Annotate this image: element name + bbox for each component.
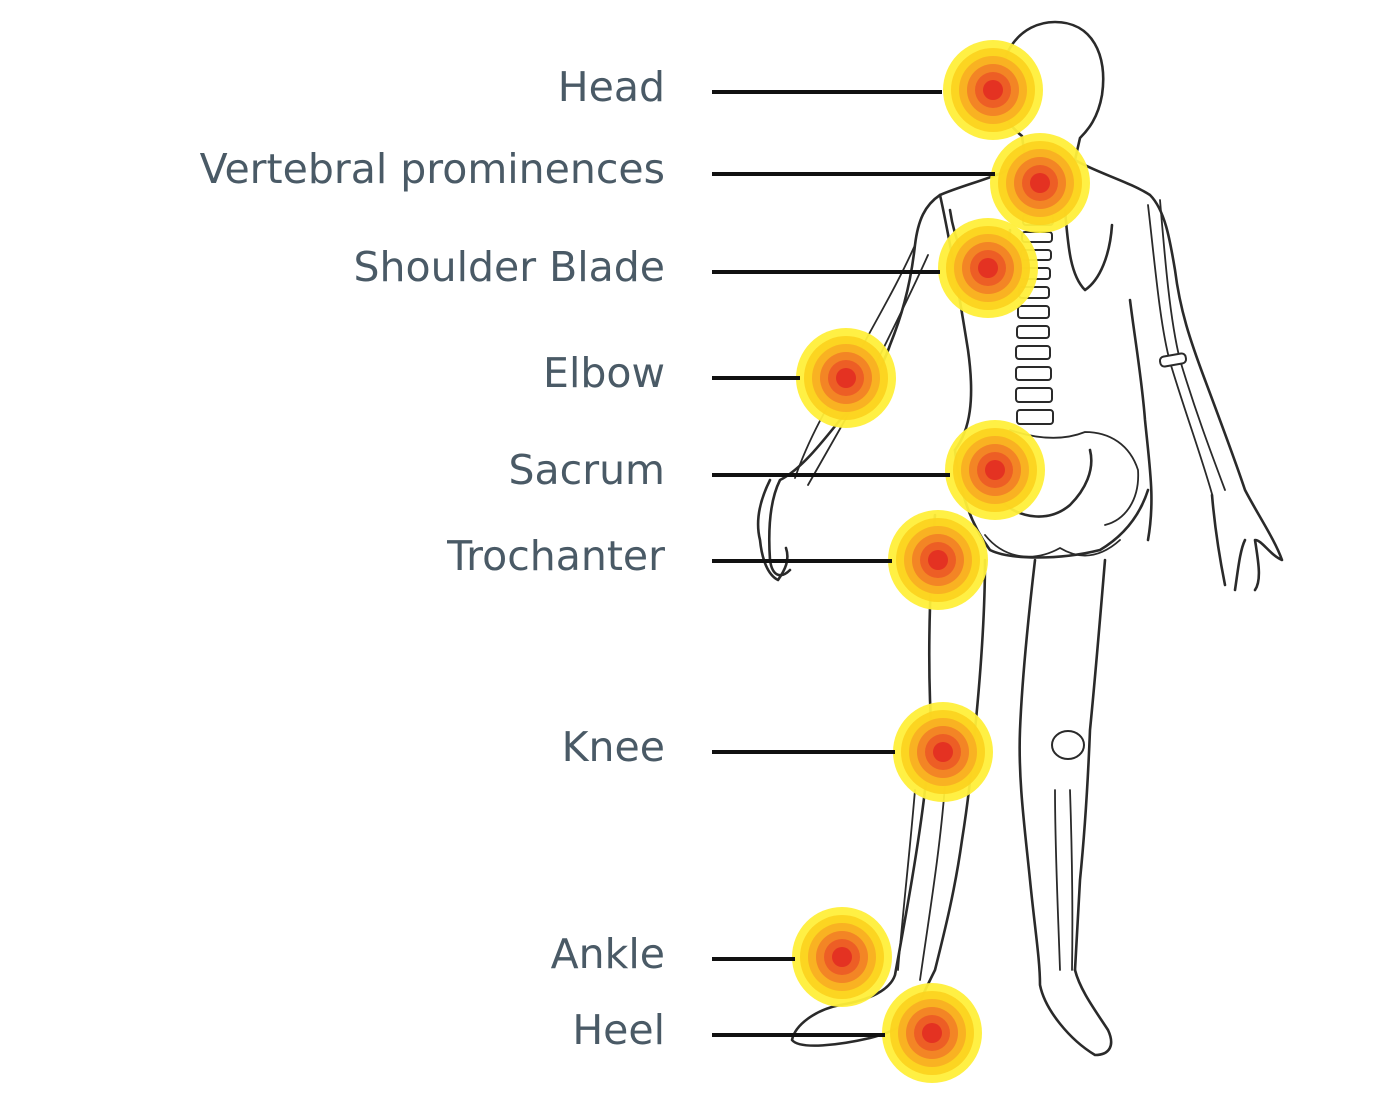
pressure-point-targets [792, 40, 1090, 1083]
elbow-pressure-target [796, 328, 896, 428]
trochanter-target-ring [928, 550, 948, 570]
knee-target-ring [933, 742, 953, 762]
sacrum-target-ring [985, 460, 1005, 480]
knee-label: Knee [562, 723, 665, 771]
trochanter-label: Trochanter [446, 532, 665, 580]
head-label: Head [558, 63, 665, 111]
vertebral-pressure-target [990, 133, 1090, 233]
sacrum-pressure-target [945, 420, 1045, 520]
vertebral-label: Vertebral prominences [200, 145, 665, 193]
ankle-target-ring [832, 947, 852, 967]
ankle-label: Ankle [551, 930, 665, 978]
sacrum-label: Sacrum [509, 446, 665, 494]
heel-pressure-target [882, 983, 982, 1083]
trochanter-pressure-target [888, 510, 988, 610]
knee-pressure-target [893, 702, 993, 802]
ankle-pressure-target [792, 907, 892, 1007]
vertebral-target-ring [1030, 173, 1050, 193]
head-pressure-target [943, 40, 1043, 140]
elbow-label: Elbow [543, 349, 665, 397]
shoulder-blade-label: Shoulder Blade [353, 243, 665, 291]
shoulder-blade-pressure-target [938, 218, 1038, 318]
shoulder-blade-target-ring [978, 258, 998, 278]
heel-label: Heel [572, 1006, 665, 1054]
elbow-target-ring [836, 368, 856, 388]
heel-target-ring [922, 1023, 942, 1043]
body-outline [756, 20, 1284, 1057]
head-target-ring [983, 80, 1003, 100]
